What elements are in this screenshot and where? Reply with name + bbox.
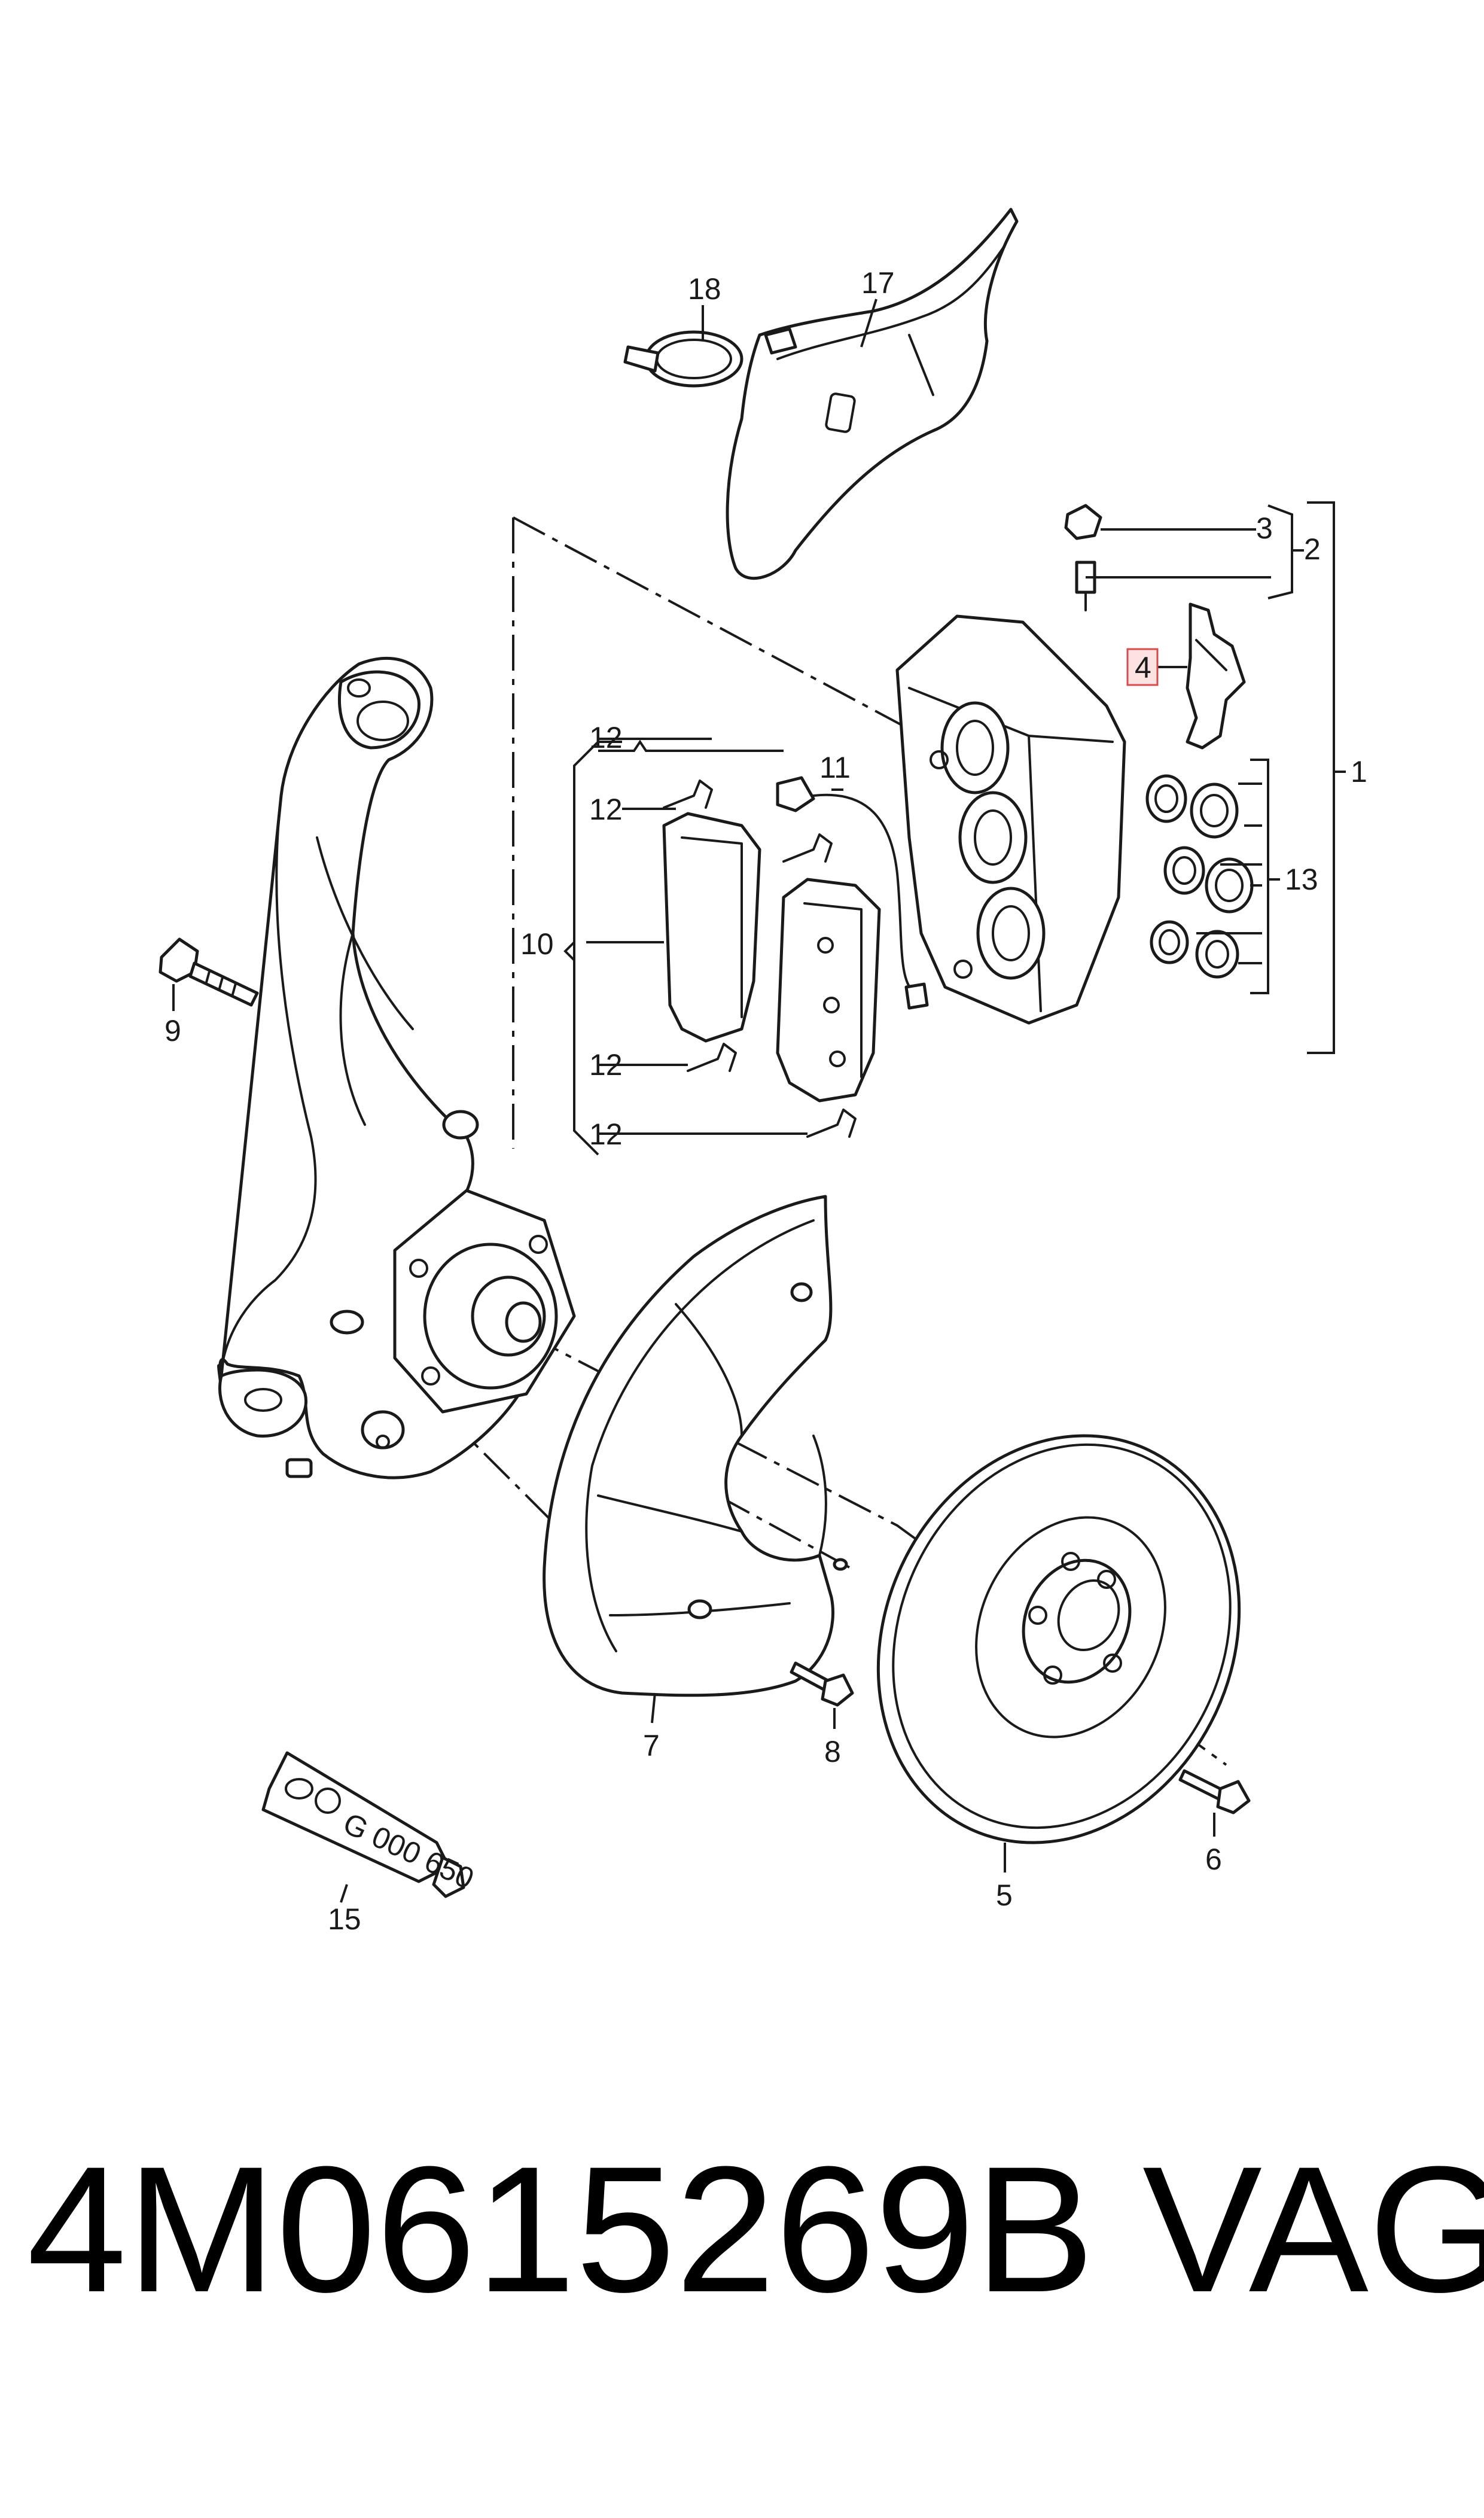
- brake-disc-5: [876, 1434, 1241, 1844]
- callout-12-d: 12: [589, 1118, 623, 1151]
- brand-name: VAG: [1142, 2129, 1484, 2330]
- bleeder-screw: [1064, 504, 1102, 611]
- spring-clip-4: [1186, 602, 1246, 750]
- piston-seal-kit-13: [1145, 774, 1254, 979]
- callout-17: 17: [861, 266, 895, 300]
- callout-12-c: 12: [589, 1048, 623, 1082]
- bolt-8: [790, 1661, 854, 1707]
- callout-1: 1: [1351, 755, 1367, 788]
- part-number: 4M0615269B: [27, 2129, 1095, 2330]
- heat-shield-17: [726, 208, 1019, 580]
- steering-knuckle: [217, 656, 576, 1479]
- callout-2: 2: [1304, 532, 1321, 566]
- brake-caliper-1: [895, 614, 1126, 1025]
- wear-indicator-11: [776, 776, 929, 1010]
- cable-tie-18: [623, 330, 743, 388]
- callout-5: 5: [996, 1878, 1013, 1912]
- callout-13: 13: [1285, 863, 1318, 896]
- callout-10: 10: [520, 927, 554, 961]
- leader-lines: [172, 299, 1346, 1903]
- grease-tube-15: G 000 650: [261, 1751, 479, 1898]
- brake-pads-10: [662, 812, 881, 1103]
- callout-15: 15: [328, 1902, 361, 1936]
- callout-12-b: 12: [589, 793, 623, 826]
- callout-4: 4: [1135, 651, 1151, 684]
- callout-18: 18: [688, 272, 721, 306]
- bolt-6: [1178, 1769, 1251, 1814]
- callout-8: 8: [824, 1735, 841, 1768]
- callout-6: 6: [1205, 1843, 1222, 1876]
- bolt-9: [159, 937, 259, 1007]
- pad-retaining-springs-12: [663, 780, 857, 1138]
- callout-11: 11: [819, 751, 851, 784]
- callout-7: 7: [643, 1729, 660, 1762]
- brake-splash-shield-7: [543, 1195, 848, 1697]
- callout-12-a: 12: [589, 721, 623, 754]
- callout-9: 9: [164, 1014, 181, 1048]
- callout-numbers: 18 17 3 2 4 1 13 11 12 12 10 12 12 9 7 8…: [164, 266, 1367, 1936]
- highlight-box-part-4: [1126, 648, 1159, 686]
- callout-3: 3: [1256, 511, 1273, 545]
